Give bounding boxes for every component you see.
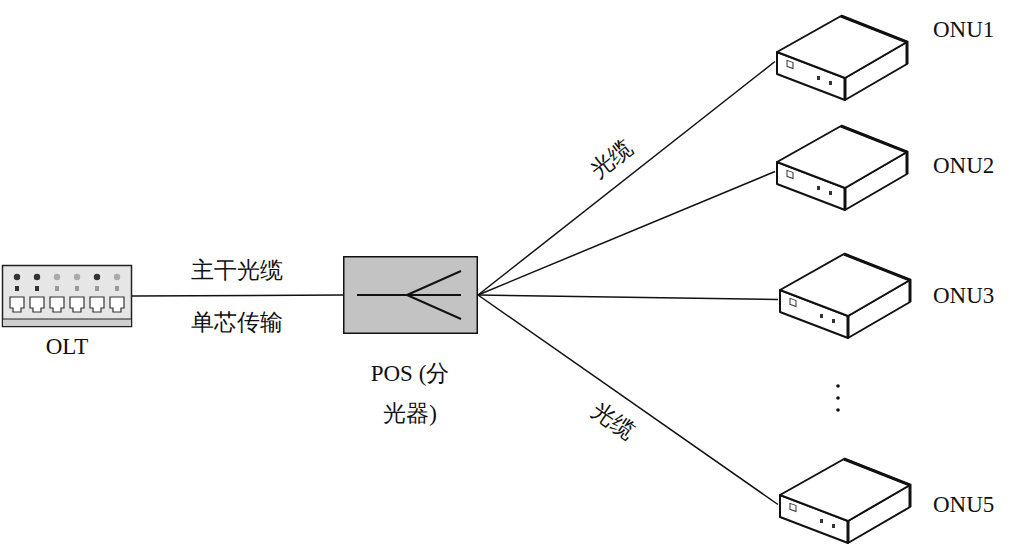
fiber-cable: [478, 295, 778, 505]
fiber-cable: [132, 295, 343, 296]
node-label: OLT: [2, 327, 132, 367]
node-label: ONU1: [933, 10, 994, 50]
cable-note: 单芯传输: [188, 309, 286, 337]
onu-device: ONU1: [775, 12, 910, 102]
pos-shape: [343, 256, 478, 334]
onu-shape: [778, 455, 913, 545]
node-label: ONU2: [933, 146, 994, 186]
cable-label: 主干光缆: [188, 256, 286, 284]
node-label: ONU5: [933, 485, 994, 525]
cable-label: 光缆: [583, 132, 641, 186]
splitter-box: POS (分光器): [343, 256, 478, 334]
fiber-cable: [478, 172, 775, 296]
cable-label: 光缆: [584, 395, 643, 448]
olt-shape: [2, 265, 132, 327]
continuation-dots: [836, 384, 840, 412]
onu-device: ONU2: [775, 122, 910, 212]
node-label: ONU3: [933, 276, 994, 316]
fiber-cable: [478, 62, 775, 296]
node-label: POS (分光器): [360, 354, 460, 434]
fiber-cable: [478, 295, 778, 300]
olt-device: OLT: [2, 265, 132, 327]
onu-shape: [778, 250, 913, 340]
onu-device: ONU5: [778, 455, 913, 545]
onu-shape: [775, 12, 910, 102]
onu-shape: [775, 122, 910, 212]
onu-device: ONU3: [778, 250, 913, 340]
